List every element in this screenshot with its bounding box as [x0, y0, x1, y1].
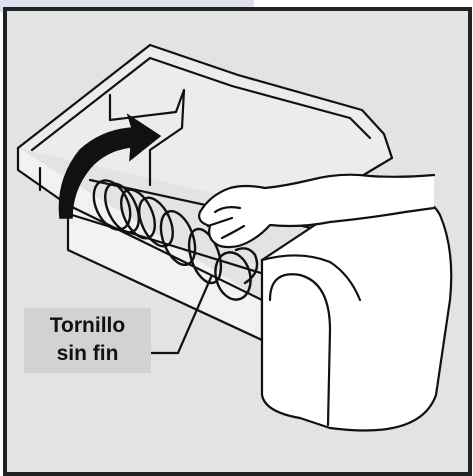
callout-label-line2: sin fin	[56, 342, 119, 365]
hand-finger	[206, 216, 234, 228]
motor-housing-face	[268, 273, 332, 427]
bucket-inner-rim	[30, 56, 372, 152]
motor-housing-top	[260, 254, 362, 302]
auger-coil	[92, 179, 259, 301]
hand	[198, 173, 436, 249]
hand-thumb	[213, 206, 242, 214]
coil-loop	[214, 251, 252, 301]
hand-finger	[220, 224, 246, 240]
curved-rotation-arrow-icon	[58, 113, 162, 219]
bucket-divider	[108, 88, 186, 187]
part-callout: Tornillo sin fin	[24, 308, 151, 373]
callout-leader-line	[148, 274, 214, 355]
coil-loop	[187, 227, 223, 285]
bucket-floor-line	[66, 203, 264, 302]
coil-loop	[138, 196, 174, 248]
callout-label-line1: Tornillo	[49, 314, 126, 337]
coil-tail	[234, 247, 259, 285]
motor-housing	[260, 197, 453, 432]
coil-loop	[92, 179, 132, 231]
